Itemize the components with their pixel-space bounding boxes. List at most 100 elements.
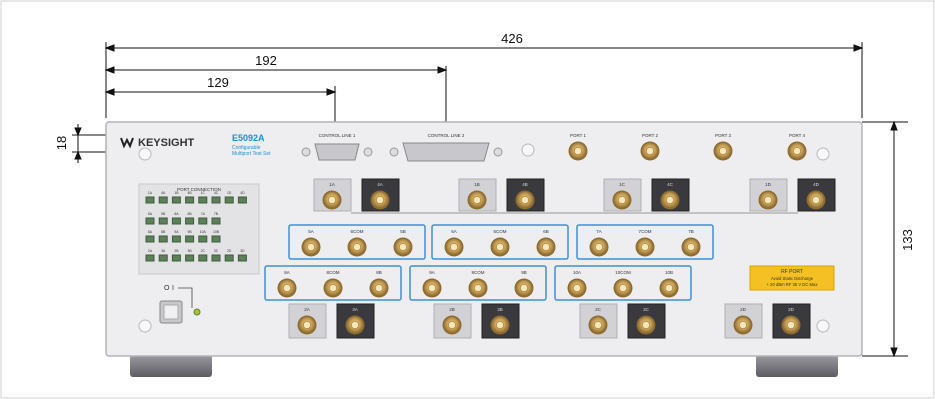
port-connection-cell-label: 1D (227, 191, 232, 195)
connector-1d[interactable] (758, 190, 778, 210)
port-connection-led (198, 196, 208, 204)
upper-label-1b: 1B (474, 182, 480, 187)
port-2-connector[interactable] (640, 141, 660, 161)
connector-5b[interactable] (393, 237, 413, 257)
connector-3c[interactable] (636, 315, 656, 335)
connector-9a[interactable] (422, 278, 442, 298)
switch-label-6com: 6COM (493, 229, 506, 234)
port-connection-led (224, 196, 234, 204)
port-connection-cell-label: 2C (201, 249, 206, 253)
connector-8com[interactable] (323, 278, 343, 298)
switch-label-10com: 10COM (615, 270, 631, 275)
control-line-2-connector[interactable] (389, 142, 503, 162)
port-connection-cell-label: 5B (161, 212, 166, 216)
right-foot (756, 355, 838, 377)
connector-9com[interactable] (468, 278, 488, 298)
connector-3a[interactable] (345, 315, 365, 335)
lower-label-3c: 3C (643, 307, 650, 312)
port-connection-led (198, 254, 208, 262)
connector-6com[interactable] (490, 237, 510, 257)
port-connection-title: PORT CONNECTION (177, 187, 221, 192)
dim-control-line-2: 192 (255, 53, 277, 68)
connector-7com[interactable] (635, 237, 655, 257)
port-connection-cell-label: 7A (201, 212, 206, 216)
port-connection-led (211, 235, 221, 243)
switch-label-10b: 10B (665, 270, 673, 275)
port-connection-led (198, 235, 208, 243)
connector-2b[interactable] (442, 315, 462, 335)
switch-label-5b: 5B (400, 229, 406, 234)
upper-label-1c: 1C (619, 182, 626, 187)
switch-label-7a: 7A (596, 229, 602, 234)
port-connection-led (171, 235, 181, 243)
connector-10com[interactable] (613, 278, 633, 298)
connector-10b[interactable] (659, 278, 679, 298)
model-sub1: Configurable (232, 145, 261, 151)
power-led (193, 308, 201, 316)
port-connection-cell-label: 5A (148, 212, 153, 216)
connector-1c[interactable] (612, 190, 632, 210)
port-connection-cell-label: 6B (188, 212, 193, 216)
connector-6a[interactable] (444, 237, 464, 257)
switch-group-row1-frame (576, 224, 714, 260)
connector-9b[interactable] (514, 278, 534, 298)
port-4-connector[interactable] (787, 141, 807, 161)
control-line-1-connector[interactable] (301, 143, 373, 161)
rf-port-warning-line2: + 20 dBm RF 35 V DC Max (767, 282, 819, 287)
port-connection-cell-label: 3C (214, 249, 219, 253)
connector-2d[interactable] (733, 315, 753, 335)
port-connection-cell-label: 4C (214, 191, 219, 195)
lower-label-3d: 3D (788, 307, 795, 312)
control-line-1-label: CONTROL LINE 1 (319, 133, 356, 138)
connector-3d[interactable] (781, 315, 801, 335)
lower-label-2c: 2C (595, 307, 602, 312)
lower-label-2a: 2A (304, 307, 310, 312)
connector-2a[interactable] (297, 315, 317, 335)
port-3-label: PORT 3 (715, 133, 732, 138)
connector-6b[interactable] (536, 237, 556, 257)
port-connection-cell-label: 1A (148, 191, 153, 195)
switch-label-8a: 8A (284, 270, 290, 275)
connector-4d[interactable] (806, 190, 826, 210)
lower-label-3a: 3A (352, 307, 358, 312)
switch-group-row2-frame (409, 265, 547, 301)
port-1-connector[interactable] (568, 141, 588, 161)
keysight-logo-icon (120, 137, 134, 149)
connector-2c[interactable] (588, 315, 608, 335)
upper-label-4d: 4D (813, 182, 820, 187)
connector-6com[interactable] (347, 237, 367, 257)
connector-1b[interactable] (467, 190, 487, 210)
switch-label-5a: 5A (308, 229, 314, 234)
connector-4b[interactable] (515, 190, 535, 210)
upper-label-4b: 4B (522, 182, 528, 187)
switch-label-8com: 8COM (326, 270, 339, 275)
port-connection-cell-label: 10B (213, 230, 220, 234)
connector-1a[interactable] (322, 190, 342, 210)
port-connection-cell-label: 1B (174, 191, 179, 195)
connector-7a[interactable] (589, 237, 609, 257)
switch-group-row1-frame (431, 224, 569, 260)
connector-8b[interactable] (369, 278, 389, 298)
port-connection-led (158, 196, 168, 204)
connector-7b[interactable] (681, 237, 701, 257)
port-connection-cell-label: 1C (201, 191, 206, 195)
model-sub2: Multiport Test Set (232, 151, 271, 157)
dim-overall-height: 133 (900, 229, 915, 251)
control-line-2-label: CONTROL LINE 2 (428, 133, 465, 138)
panel-corner-holes (138, 143, 830, 333)
connector-10a[interactable] (567, 278, 587, 298)
connector-3b[interactable] (490, 315, 510, 335)
connector-4a[interactable] (370, 190, 390, 210)
port-3-connector[interactable] (713, 141, 733, 161)
connector-8a[interactable] (277, 278, 297, 298)
connector-5a[interactable] (301, 237, 321, 257)
port-connection-led (211, 217, 221, 225)
switch-label-9b: 9B (521, 270, 527, 275)
switch-label-7com: 7COM (638, 229, 651, 234)
port-connection-cell-label: 4B (188, 191, 193, 195)
port-connection-led (158, 254, 168, 262)
connector-4c[interactable] (660, 190, 680, 210)
